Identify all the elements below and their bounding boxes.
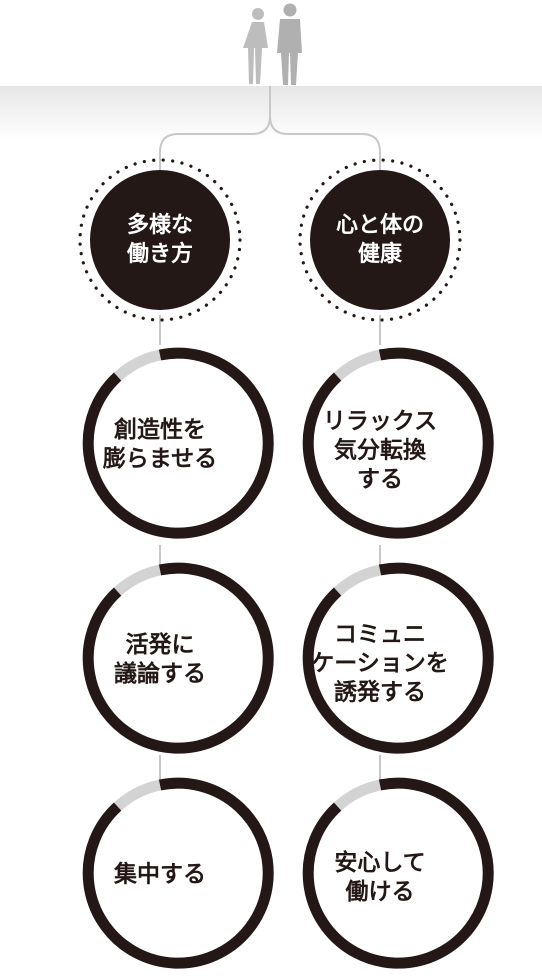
item-ring-right-2: [302, 562, 494, 754]
item-ring-left-2: [82, 562, 274, 754]
item-ring-left-1: [82, 347, 274, 539]
person-woman-icon: [243, 8, 268, 84]
item-label-right-2: コミュニ ケーションを 誘発する: [311, 621, 449, 706]
header-node-left: [78, 158, 242, 322]
item-ring-right-3: [302, 777, 494, 969]
item-ring-left-3: [82, 777, 274, 969]
header-label-right: 心と体の 健康: [335, 213, 424, 267]
item-label-left-3: 集中する: [114, 861, 206, 888]
item-ring-right-1: [302, 347, 494, 539]
person-man-icon: [277, 3, 302, 85]
connector-lines: [159, 86, 381, 780]
item-label-right-3: 安心して 働ける: [334, 850, 426, 905]
header-node-right: [298, 158, 462, 322]
item-label-left-2: 活発に 議論する: [114, 632, 206, 687]
header-label-left: 多様な 働き方: [126, 213, 193, 267]
item-label-right-1: リラックス 気分転換 する: [322, 408, 438, 493]
item-label-left-1: 創造性を 膨らませる: [102, 417, 218, 472]
